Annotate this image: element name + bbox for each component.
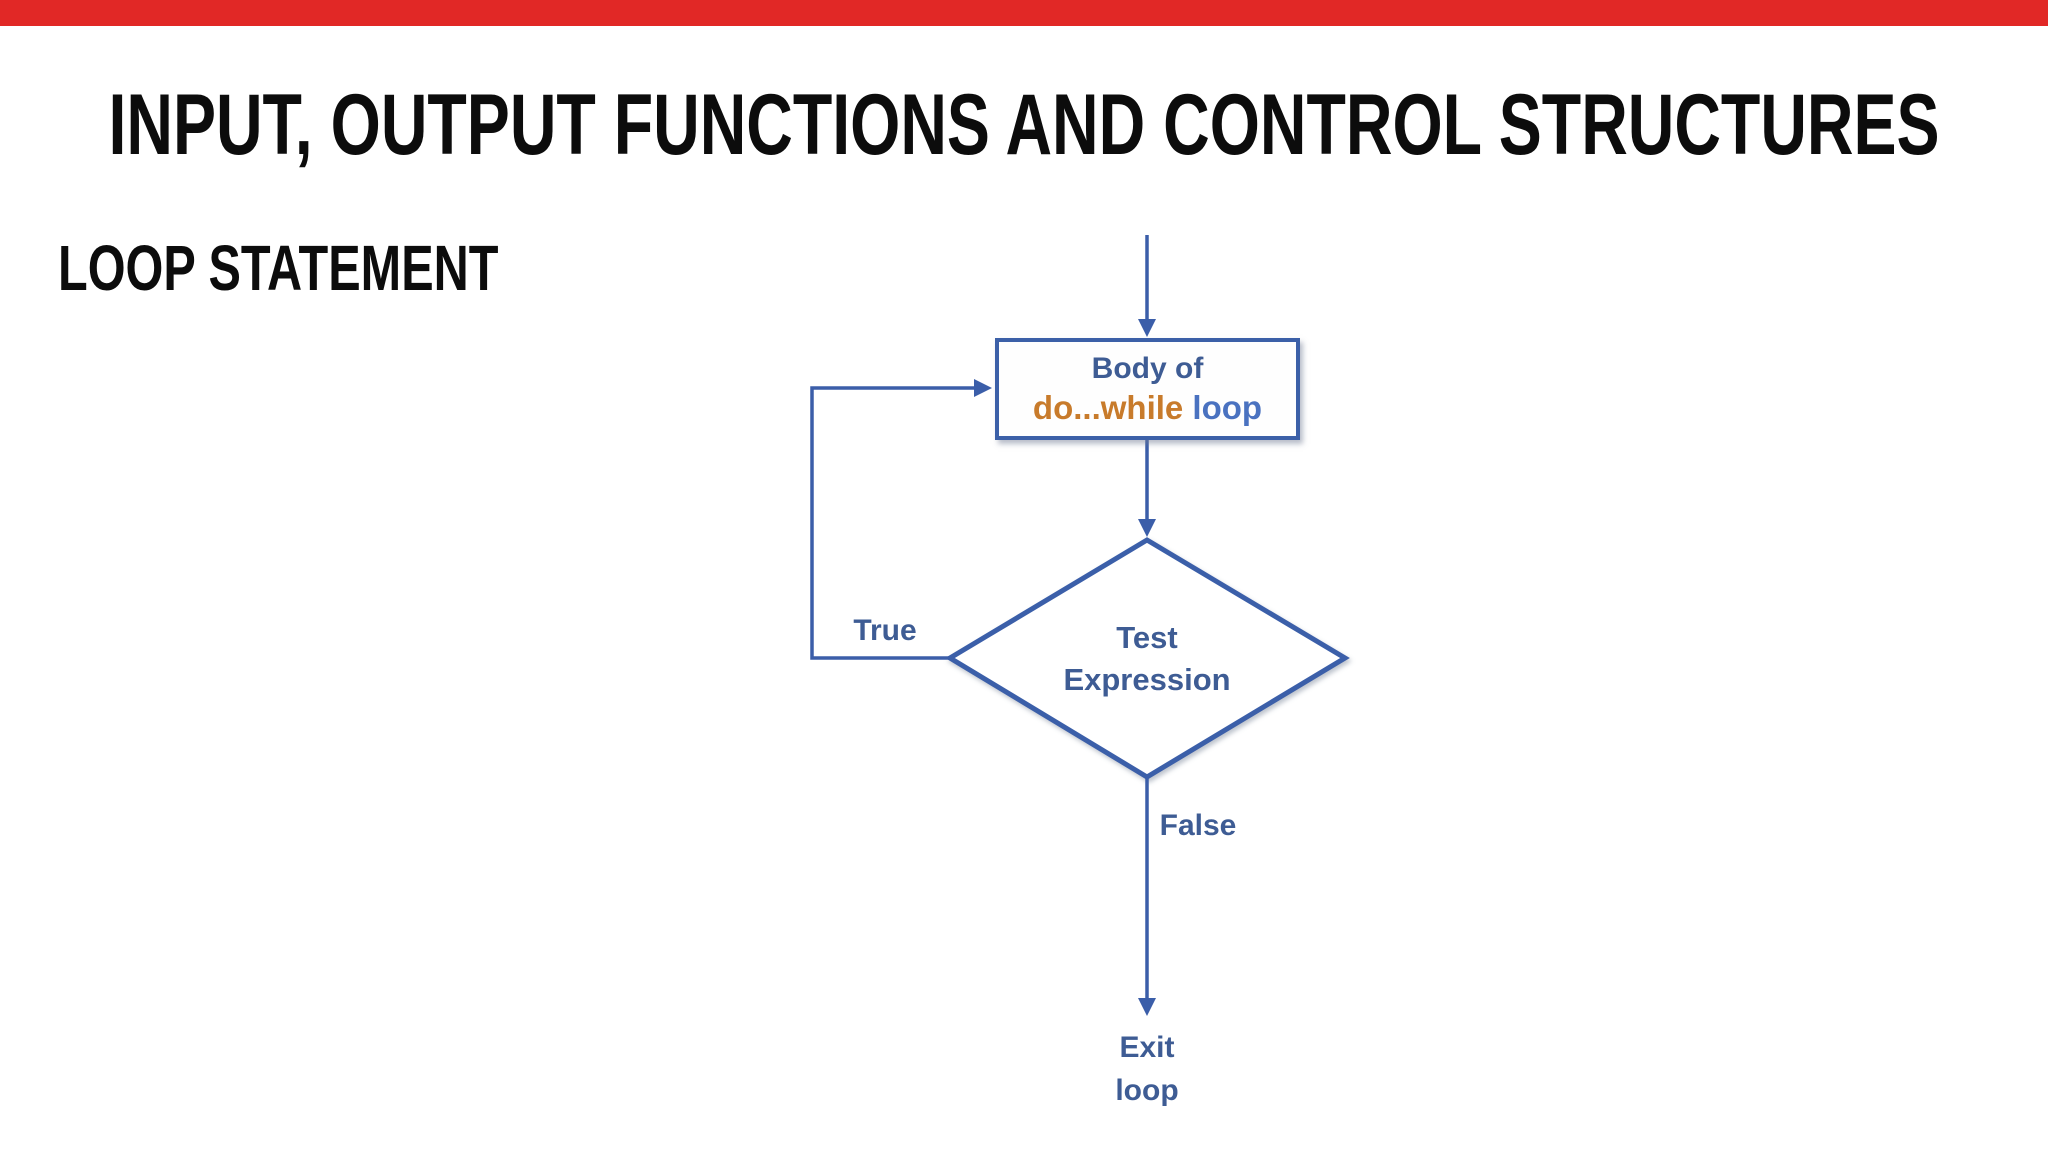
decision-label-line1: Test xyxy=(1116,620,1178,655)
false-label: False xyxy=(1159,809,1237,842)
box-to-decision-arrowhead-icon xyxy=(1138,519,1156,537)
process-box-line1: Body of xyxy=(1091,352,1204,385)
exit-label-line1: Exit xyxy=(1119,1031,1175,1064)
top-accent-bar xyxy=(0,0,2048,26)
true-loopback-line xyxy=(810,386,977,660)
section-heading: LOOP STATEMENT xyxy=(58,232,499,304)
dowhile-keyword: do...while xyxy=(1032,389,1184,426)
slide-title: INPUT, OUTPUT FUNCTIONS AND CONTROL STRU… xyxy=(108,77,1940,173)
true-label: True xyxy=(853,614,917,647)
process-box-line2: do...while loop xyxy=(1033,388,1262,428)
process-box: Body of do...while loop xyxy=(995,338,1300,440)
decision-label-line2: Expression xyxy=(1063,662,1231,697)
true-loopback-arrowhead-icon xyxy=(974,379,992,397)
false-exit-arrowhead-icon xyxy=(1138,998,1156,1016)
decision-label: Test Expression xyxy=(972,617,1322,701)
loop-word: loop xyxy=(1183,389,1263,426)
exit-label-line2: loop xyxy=(1115,1074,1179,1107)
entry-arrowhead-icon xyxy=(1138,319,1156,337)
exit-label: Exit loop xyxy=(1047,1026,1247,1112)
